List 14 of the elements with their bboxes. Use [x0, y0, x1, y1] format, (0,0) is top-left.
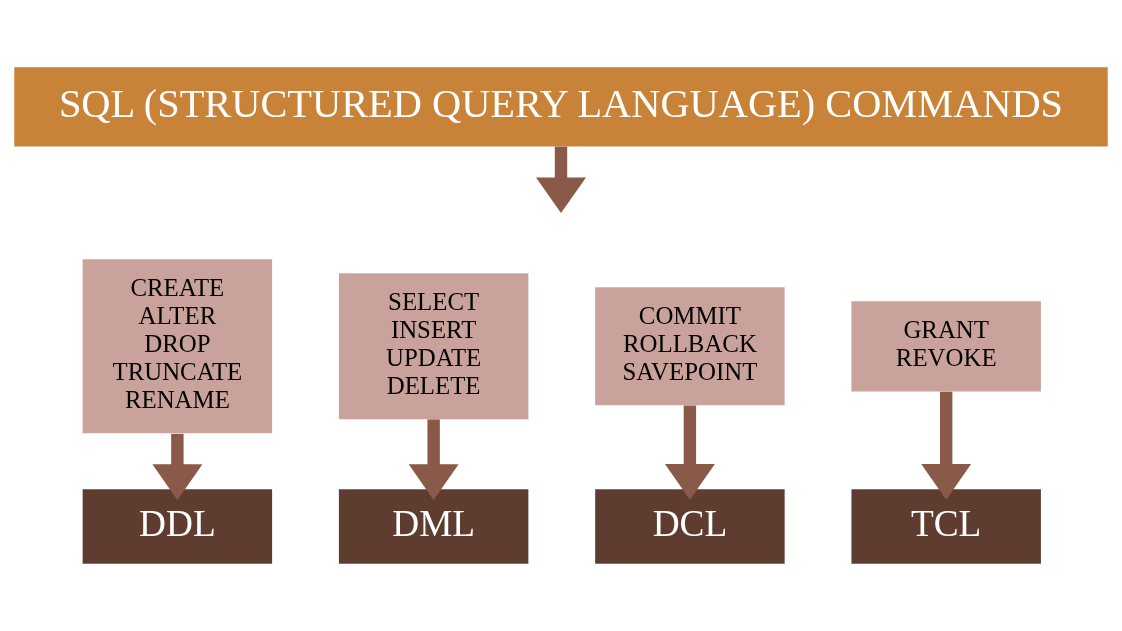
arrow — [664, 405, 715, 500]
node-box: CREATE ALTER DROP TRUNCATE RENAME — [82, 259, 273, 434]
node-box: SQL (STRUCTURED QUERY LANGUAGE) COMMANDS — [14, 67, 1108, 147]
node-box: GRANT REVOKE — [851, 301, 1041, 392]
node-box: TCL — [851, 489, 1041, 564]
node-box: COMMIT ROLLBACK SAVEPOINT — [595, 287, 785, 406]
node-box: DML — [338, 489, 529, 564]
arrow — [152, 433, 203, 501]
node-box: SELECT INSERT UPDATE DELETE — [338, 273, 529, 420]
node-box: DCL — [595, 489, 785, 564]
arrow — [408, 419, 459, 500]
arrow — [536, 146, 586, 214]
node-box: DDL — [82, 489, 273, 564]
arrow — [921, 391, 972, 500]
